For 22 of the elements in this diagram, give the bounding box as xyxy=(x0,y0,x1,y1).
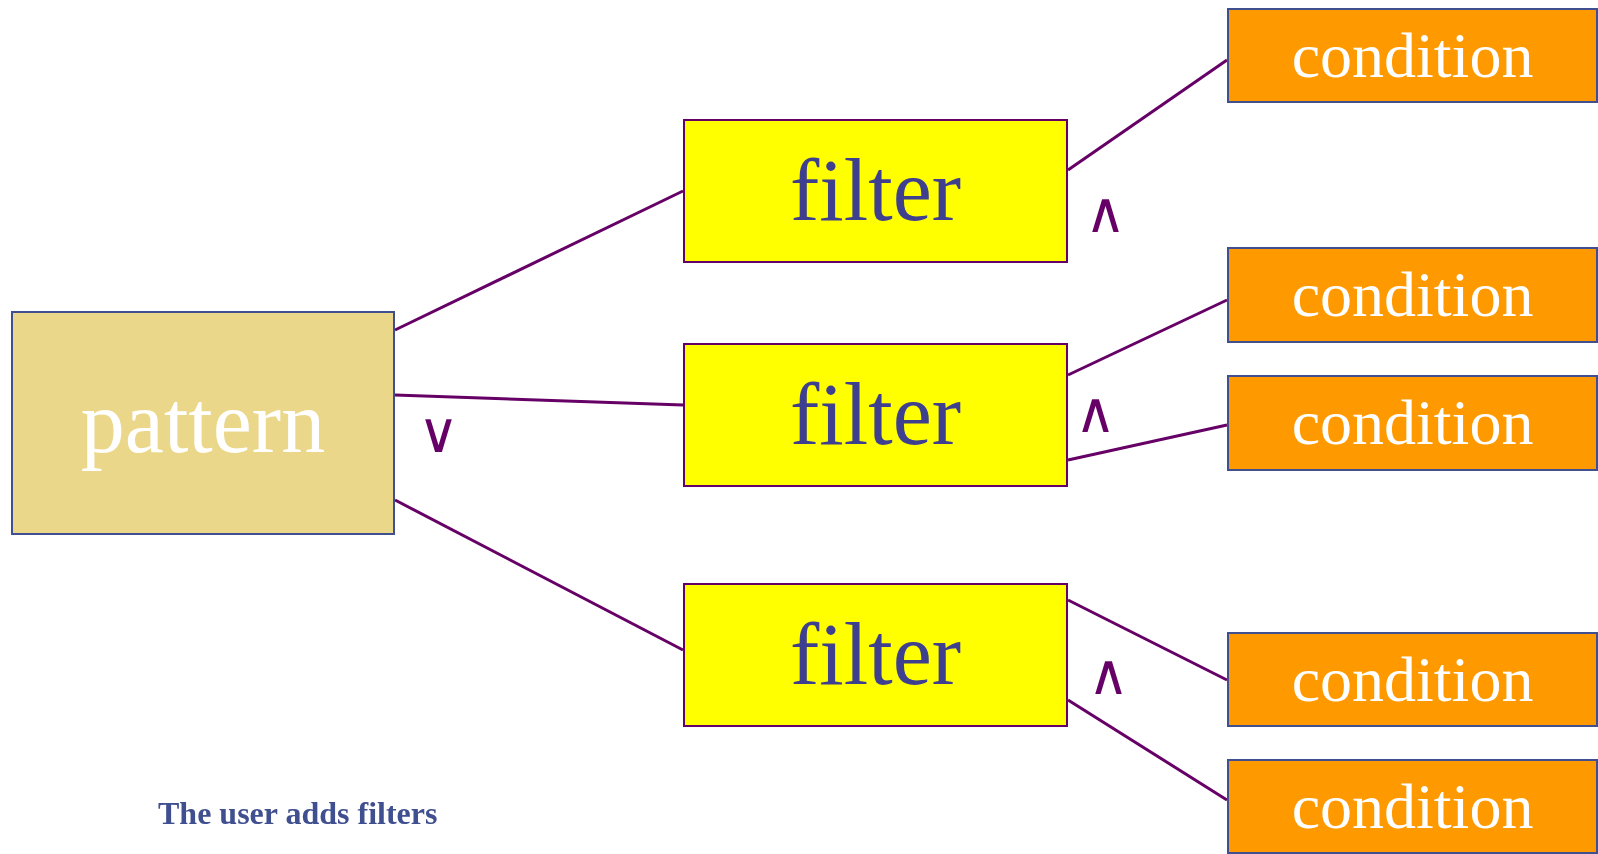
filter-box: filter xyxy=(683,119,1068,263)
pattern-box: pattern xyxy=(11,311,395,535)
condition-box: condition xyxy=(1227,8,1598,103)
connector-line xyxy=(1067,698,1228,802)
filter-box: filter xyxy=(683,343,1068,487)
logic-operator: ∧ xyxy=(1085,185,1126,241)
connector-line xyxy=(1067,298,1228,377)
connector-line xyxy=(1067,598,1228,682)
condition-box: condition xyxy=(1227,632,1598,727)
connector-line xyxy=(394,189,684,332)
condition-box: condition xyxy=(1227,247,1598,343)
connector-line xyxy=(1067,58,1228,172)
logic-operator: ∧ xyxy=(1075,385,1116,441)
logic-operator: ∧ xyxy=(1088,647,1129,703)
condition-box: condition xyxy=(1227,759,1598,854)
connector-line xyxy=(394,393,684,407)
caption-text: The user adds filters xyxy=(158,797,438,829)
condition-box: condition xyxy=(1227,375,1598,471)
filter-box: filter xyxy=(683,583,1068,727)
connector-line xyxy=(394,498,684,652)
logic-operator: ∨ xyxy=(418,405,459,461)
connector-line xyxy=(1067,423,1228,462)
